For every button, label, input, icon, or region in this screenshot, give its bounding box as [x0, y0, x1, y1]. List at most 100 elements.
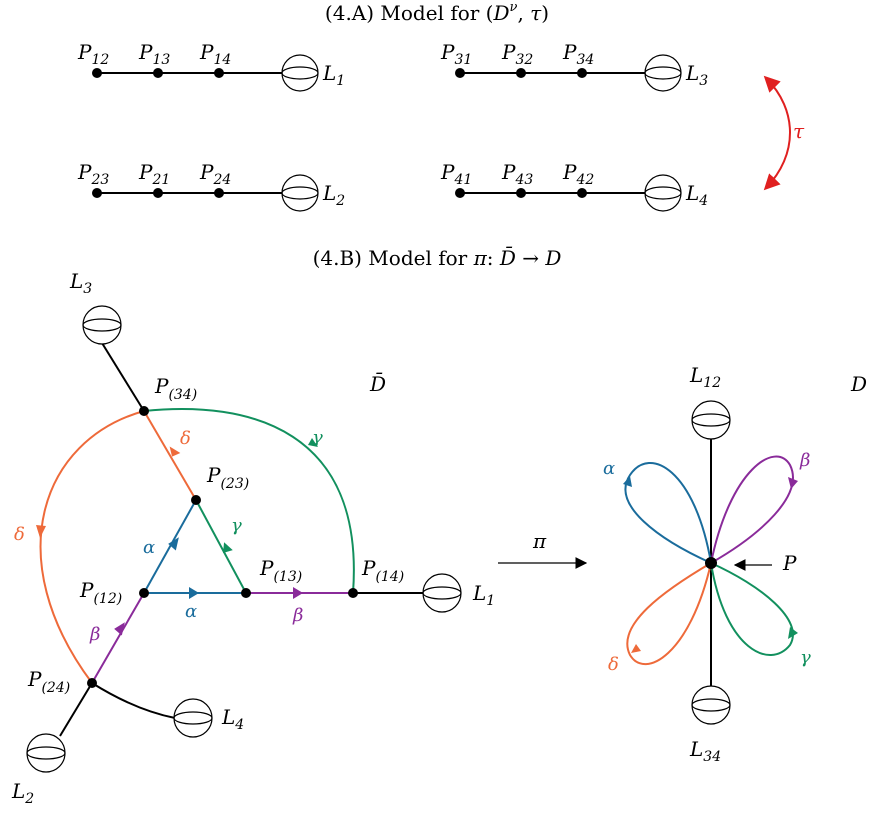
label-l4: L4	[221, 705, 244, 733]
label-p32: P32	[501, 40, 533, 68]
sphere-l12	[691, 400, 731, 440]
point-p12	[92, 68, 102, 78]
edge-beta-left	[91, 592, 145, 684]
sphere-l1-top	[281, 54, 319, 92]
point-p21	[153, 188, 163, 198]
point-p42	[577, 188, 587, 198]
arrowhead-beta-right	[293, 587, 303, 599]
tau-double-arrow	[763, 75, 791, 191]
arrowhead-gamma-loop	[788, 627, 798, 639]
point-p24	[214, 188, 224, 198]
sphere-l2-top	[281, 174, 319, 212]
label-gamma-outer: γ	[312, 427, 323, 448]
point-p14	[214, 68, 224, 78]
label-p13-b: P(13)	[259, 556, 302, 585]
caption-model-a: (4.A) Model for (Dν, τ)	[325, 0, 549, 25]
edge-p34-l3	[101, 342, 145, 412]
arrowhead-delta-outer	[36, 525, 46, 538]
label-p23: P23	[77, 160, 109, 188]
arrowhead-gamma-inner	[222, 542, 233, 553]
chain-row-2: P31 P32 P34 L3	[440, 40, 708, 92]
label-delta-loop: δ	[608, 654, 619, 675]
label-d: D	[850, 372, 867, 396]
edge-delta-outer	[39, 410, 145, 684]
arrowhead-beta-loop	[788, 477, 798, 489]
arrowhead-alpha-diag	[168, 537, 179, 551]
sphere-l4	[173, 698, 213, 738]
node-p12	[139, 588, 149, 598]
label-pi: π	[532, 529, 547, 553]
label-beta-left: β	[89, 624, 100, 645]
edge-gamma-outer	[143, 408, 355, 594]
label-l2: L2	[11, 779, 34, 807]
loop-alpha	[624, 462, 712, 564]
label-p41: P41	[440, 160, 472, 188]
label-l1: L1	[472, 581, 495, 609]
sphere-l34	[691, 685, 731, 725]
loop-delta	[626, 562, 712, 666]
graph-dbar: P(34) P(23) P(12) P(13) P(14) P(24) L3 L…	[11, 269, 495, 807]
node-p24	[87, 678, 97, 688]
edge-gamma-inner	[195, 499, 247, 594]
label-gamma-loop: γ	[800, 647, 811, 668]
arrowhead-beta-left	[114, 622, 125, 636]
label-p14-b: P(14)	[361, 556, 404, 585]
label-l4-top: L4	[685, 181, 708, 209]
label-p14: P14	[199, 40, 231, 68]
arrowhead-alpha-loop	[623, 476, 632, 487]
label-p42: P42	[562, 160, 594, 188]
chain-row-1: P12 P13 P14 L1	[77, 40, 345, 92]
arrowhead-alpha-base	[189, 587, 199, 599]
node-p23	[191, 495, 201, 505]
node-p	[705, 557, 717, 569]
chain-row-3: P23 P21 P24 L2	[77, 160, 345, 212]
sphere-l3-top	[644, 54, 682, 92]
point-p31	[455, 68, 465, 78]
arrowhead-delta-loop	[631, 644, 641, 653]
loop-beta	[710, 455, 794, 564]
label-l34: L34	[689, 737, 721, 765]
label-delta-inner: δ	[180, 428, 191, 449]
label-beta-loop: β	[799, 450, 810, 471]
label-alpha-base: α	[185, 601, 197, 622]
label-dbar: D̄	[369, 371, 386, 396]
label-beta-right: β	[292, 605, 303, 626]
node-p34	[139, 406, 149, 416]
label-point-p: P	[782, 551, 797, 575]
edge-alpha-diag	[143, 499, 197, 594]
label-l1-top: L1	[322, 61, 345, 89]
arrowhead-delta-inner	[169, 446, 181, 457]
graph-d: L12 L34 P α β γ δ D	[603, 363, 867, 765]
sphere-l3	[82, 305, 122, 345]
label-tau: τ	[793, 119, 805, 143]
caption-model-b: (4.B) Model for π: D̄ → D	[313, 245, 562, 270]
label-p43: P43	[501, 160, 533, 188]
point-p41	[455, 188, 465, 198]
label-p13: P13	[138, 40, 170, 68]
edge-p24-l2	[59, 682, 93, 737]
arrowhead-gamma-outer	[308, 438, 318, 447]
label-l12: L12	[689, 363, 721, 391]
sphere-l4-top	[644, 174, 682, 212]
label-p31: P31	[440, 40, 472, 68]
label-p12-b: P(12)	[79, 578, 122, 607]
node-p13	[241, 588, 251, 598]
label-gamma-inner: γ	[231, 515, 242, 536]
label-p34-top: P34	[562, 40, 594, 68]
point-p13	[153, 68, 163, 78]
label-l3-top: L3	[685, 61, 708, 89]
edge-p24-l4	[91, 682, 176, 719]
point-p32	[516, 68, 526, 78]
edge-delta-inner	[143, 410, 197, 501]
point-p23	[92, 188, 102, 198]
point-p34	[577, 68, 587, 78]
label-alpha-diag: α	[143, 537, 155, 558]
label-p24-top: P24	[199, 160, 231, 188]
label-alpha-loop: α	[603, 458, 615, 479]
label-p24-b: P(24)	[27, 667, 70, 696]
point-p43	[516, 188, 526, 198]
sphere-l2	[26, 733, 66, 773]
label-l3: L3	[69, 269, 92, 297]
node-p14	[348, 588, 358, 598]
